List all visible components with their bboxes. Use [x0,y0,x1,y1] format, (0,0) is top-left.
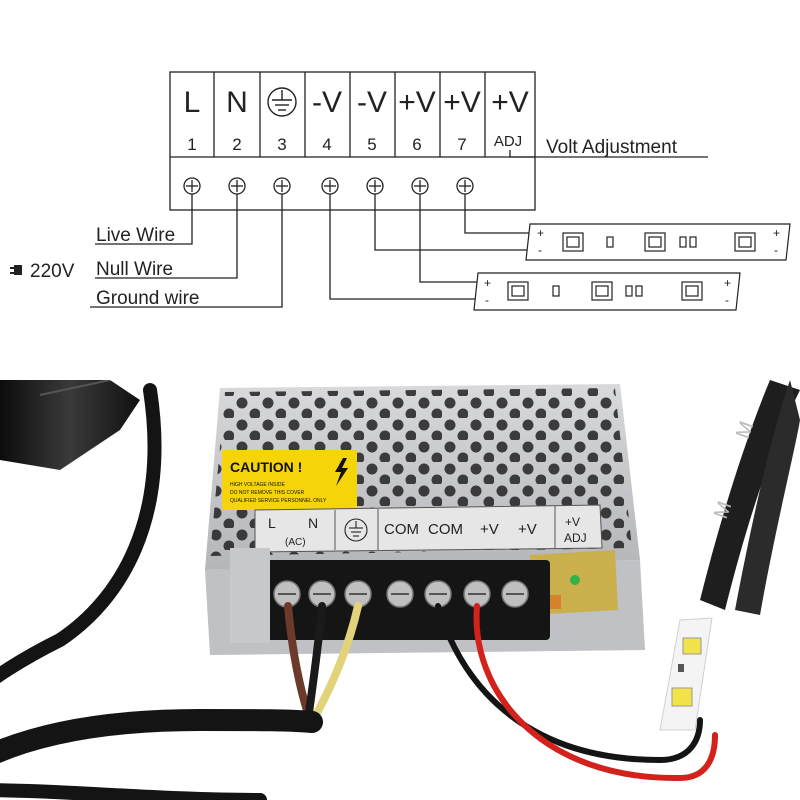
terminal-3-number: 3 [277,135,286,154]
photo-led-strip [659,617,713,731]
terminal-column-dividers [213,72,486,157]
caution-line-2: DO NOT REMOVE THIS COVER [230,490,305,496]
psu-label-v-1: +V [480,521,499,538]
input-wires [90,194,283,308]
psu-label-ac: (AC) [285,537,306,548]
terminal-6-symbol: +V [398,86,436,119]
terminal-4-number: 4 [322,135,331,154]
screw-3-icon [273,177,291,195]
psu-label-com-1: COM [384,521,419,538]
terminal-7-symbol: +V [443,86,481,119]
reel-tape-mark-1: M [732,419,758,442]
led-strip-1: + - + - [525,223,791,261]
volt-adjustment-leader [509,150,708,158]
led-strip-1-minus: - [538,243,542,257]
terminal-adj-symbol: +V [491,86,529,119]
terminal-7-number: 7 [457,135,466,154]
led-strip-1-minus-end: - [774,243,778,257]
screw-5-icon [366,177,384,195]
psu-label-n: N [308,515,318,531]
screw-2-icon [228,177,246,195]
live-wire-label: Live Wire [96,225,175,246]
caution-label: CAUTION ! HIGH VOLTAGE INSIDE DO NOT REM… [222,450,357,510]
led-strip-1-plus: + [537,226,544,240]
lightning-icon [335,458,348,486]
wiring-diagram: L N -V -V +V +V +V 1 2 3 4 5 6 7 ADJ Vol… [10,71,791,311]
caution-line-3: QUALIFIED SERVICE PERSONNEL ONLY [230,498,327,504]
psu-label-adj-bottom: ADJ [564,531,587,545]
terminal-1-symbol: L [184,86,201,119]
photo-output-wires [435,603,718,782]
led-strip-2: + - + - [473,272,741,311]
caution-title: CAUTION ! [230,459,302,475]
terminal-2-number: 2 [232,135,241,154]
led-strip-2-plus: + [484,276,491,290]
terminal-4-symbol: -V [312,86,342,119]
led-strip-2-plus-end: + [724,276,731,290]
screw-4-icon [321,177,339,195]
volt-adjustment-label: Volt Adjustment [546,137,678,158]
psu-terminal-label-strip: L N (AC) COM COM +V +V +V ADJ [254,504,603,553]
terminal-6-number: 6 [412,135,421,154]
screw-1-icon [183,177,201,195]
led-strip-2-minus-end: - [725,293,729,307]
power-plug-icon [0,380,140,470]
terminal-5-number: 5 [367,135,376,154]
terminal-block-frame [169,71,536,211]
null-wire-label: Null Wire [96,259,173,280]
screw-6-icon [411,177,429,195]
terminal-1-number: 1 [187,135,196,154]
psu-photo: CAUTION ! HIGH VOLTAGE INSIDE DO NOT REM… [0,380,800,800]
output-wires [329,194,530,300]
photo-input-wires [284,602,362,726]
plug-icon [10,265,22,275]
screw-7-icon [456,177,474,195]
psu-label-com-2: COM [428,521,463,538]
led-strip-2-minus: - [485,293,489,307]
reel-tape-mark-2: M [710,499,736,522]
led-reel: M M [700,380,800,615]
mains-voltage-label: 220V [30,261,75,282]
ground-wire-label: Ground wire [96,288,200,309]
psu-ground-icon [344,518,368,542]
psu-label-l: L [268,515,276,531]
terminal-2-symbol: N [226,86,248,119]
caution-line-1: HIGH VOLTAGE INSIDE [230,482,285,488]
psu-label-adj-top: +V [565,515,580,529]
terminal-5-symbol: -V [357,86,387,119]
psu-label-v-2: +V [518,521,537,538]
ground-icon [267,87,297,117]
led-strip-1-plus-end: + [773,226,780,240]
terminal-adj-number: ADJ [494,133,522,150]
indicator-led [570,575,580,585]
